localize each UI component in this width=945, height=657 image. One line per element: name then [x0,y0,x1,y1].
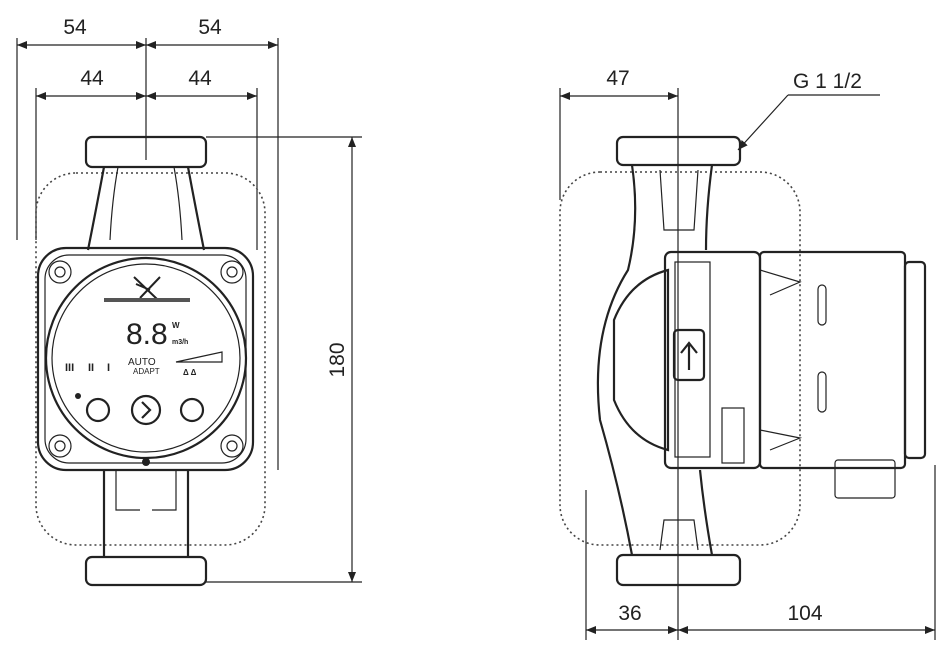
flow-direction-box [672,328,706,382]
svg-text:Δ Δ: Δ Δ [183,368,197,377]
dim-top-right: 54 [198,16,222,39]
pump-front-view: 8.8 W m3/h III II I AUTO ADAPT Δ Δ [35,135,266,587]
dim-inner-left: 44 [80,67,104,90]
adapt-label: ADAPT [133,367,160,376]
dim-bottom-right: 104 [787,602,822,625]
select-button [130,394,162,426]
display-digits: 8.8 [126,318,168,351]
speed-3: III [65,362,74,374]
dim-side-top: 47 [606,67,629,90]
front-view-dimensions: 54 54 44 44 180 [16,16,362,583]
thread-label: G 1 1/2 [793,70,862,93]
speed-1: I [107,362,110,374]
dim-bottom-left: 36 [618,602,641,625]
auto-label: AUTO [128,357,156,368]
dim-top-left: 54 [63,16,87,39]
brand-logo-text [104,298,190,302]
pump-side-view [559,135,927,587]
dim-height: 180 [326,342,349,377]
side-view-dimensions: 47 G 1 1/2 36 104 [559,67,936,640]
arrow-up-icon [680,341,698,370]
dim-inner-right: 44 [188,67,212,90]
unit-power: W [172,321,180,330]
bolt-holes [48,260,244,458]
night-mode-button [85,397,111,423]
unit-flow: m3/h [172,339,188,346]
logo-icon [133,276,161,301]
speed-2: II [88,362,94,374]
mode-button [179,397,205,423]
